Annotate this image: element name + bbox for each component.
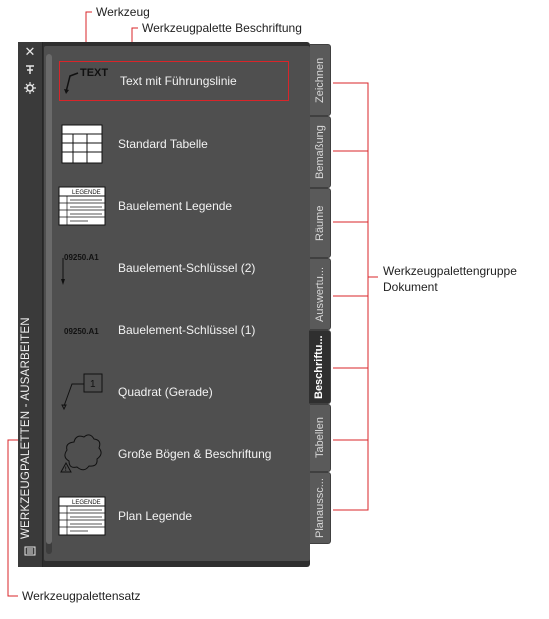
tab-label: Zeichnen <box>314 57 326 103</box>
svg-text:LEGENDE: LEGENDE <box>72 500 101 506</box>
tab-beschriftung[interactable]: Beschriftu... <box>309 330 331 404</box>
palette-set-title: WERKZEUGPALETTEN - AUSARBEITEN <box>20 317 32 539</box>
tab-zeichnen[interactable]: Zeichnen <box>310 44 331 116</box>
tool-label: Text mit Führungslinie <box>120 74 237 88</box>
tool-square-tag[interactable]: 1 Quadrat (Gerade) <box>58 369 298 415</box>
tool-label: Plan Legende <box>118 509 193 523</box>
properties-icon[interactable] <box>22 82 38 96</box>
tool-keynote-2[interactable]: 09250.A1 Bauelement-Schlüssel (2) <box>58 245 298 291</box>
scrollbar-thumb[interactable] <box>46 54 52 544</box>
tab-label: Auswertu... <box>314 266 326 322</box>
keynote-icon: 09250.A1 <box>58 309 106 351</box>
svg-text:TEXT: TEXT <box>80 67 108 79</box>
tool-label: Standard Tabelle <box>118 137 208 151</box>
tab-label: Planaussc... <box>314 478 326 538</box>
callout-set: Werkzeugpalettensatz <box>22 589 141 603</box>
legend-icon: LEGENDE <box>58 185 106 227</box>
svg-text:LEGENDE: LEGENDE <box>72 190 101 196</box>
callout-werkzeug: Werkzeug <box>96 5 150 19</box>
tab-planausschnitt[interactable]: Planaussc... <box>310 472 331 544</box>
tool-keynote-1[interactable]: 09250.A1 Bauelement-Schlüssel (1) <box>58 307 298 353</box>
table-icon <box>58 123 106 165</box>
palette-titlebar[interactable]: ✕ WERKZEUGPALETTEN - AUSARBEITEN <box>18 42 43 567</box>
tool-label: Große Bögen & Beschriftung <box>118 447 272 461</box>
tab-label: Räume <box>314 205 326 241</box>
tab-bemassung[interactable]: Bemaßung <box>310 116 331 188</box>
tab-tabellen[interactable]: Tabellen <box>310 404 331 472</box>
keynote-leader-icon: 09250.A1 <box>58 247 106 289</box>
scrollbar[interactable] <box>46 54 52 554</box>
tool-text-leader[interactable]: TEXT Text mit Führungslinie <box>59 60 289 102</box>
callout-group-line1: Werkzeugpalettengruppe <box>383 264 517 278</box>
tab-label: Bemaßung <box>314 125 326 179</box>
tool-label: Bauelement Legende <box>118 199 233 213</box>
svg-text:09250.A1: 09250.A1 <box>64 327 99 336</box>
tab-raeume[interactable]: Räume <box>310 188 331 258</box>
tool-plan-legend[interactable]: LEGENDE Plan Legende <box>58 493 298 539</box>
callout-palette: Werkzeugpalette Beschriftung <box>142 21 302 35</box>
revision-cloud-icon: ! <box>58 433 106 475</box>
leader-text-icon: TEXT <box>60 60 108 102</box>
tool-label: Bauelement-Schlüssel (2) <box>118 261 256 275</box>
svg-text:09250.A1: 09250.A1 <box>64 253 99 262</box>
legend-icon: LEGENDE <box>58 495 106 537</box>
autohide-icon[interactable] <box>22 64 38 78</box>
tool-element-legend[interactable]: LEGENDE Bauelement Legende <box>58 183 298 229</box>
svg-text:1: 1 <box>90 379 96 390</box>
square-tag-icon: 1 <box>58 371 106 413</box>
tab-label: Beschriftu... <box>313 335 325 399</box>
tool-palette-window: ✕ WERKZEUGPALETTEN - AUSARBEITEN TEXT Te… <box>18 42 331 567</box>
palette-menu-icon[interactable] <box>22 545 38 559</box>
close-icon[interactable]: ✕ <box>24 45 36 60</box>
tool-label: Bauelement-Schlüssel (1) <box>118 323 256 337</box>
callout-group-line2: Dokument <box>383 280 438 294</box>
tool-label: Quadrat (Gerade) <box>118 385 213 399</box>
tab-auswertung[interactable]: Auswertu... <box>310 258 331 330</box>
tool-revision-cloud[interactable]: ! Große Bögen & Beschriftung <box>58 431 298 477</box>
tab-label: Tabellen <box>314 417 326 459</box>
svg-text:!: ! <box>65 467 67 473</box>
tool-standard-table[interactable]: Standard Tabelle <box>58 121 298 167</box>
